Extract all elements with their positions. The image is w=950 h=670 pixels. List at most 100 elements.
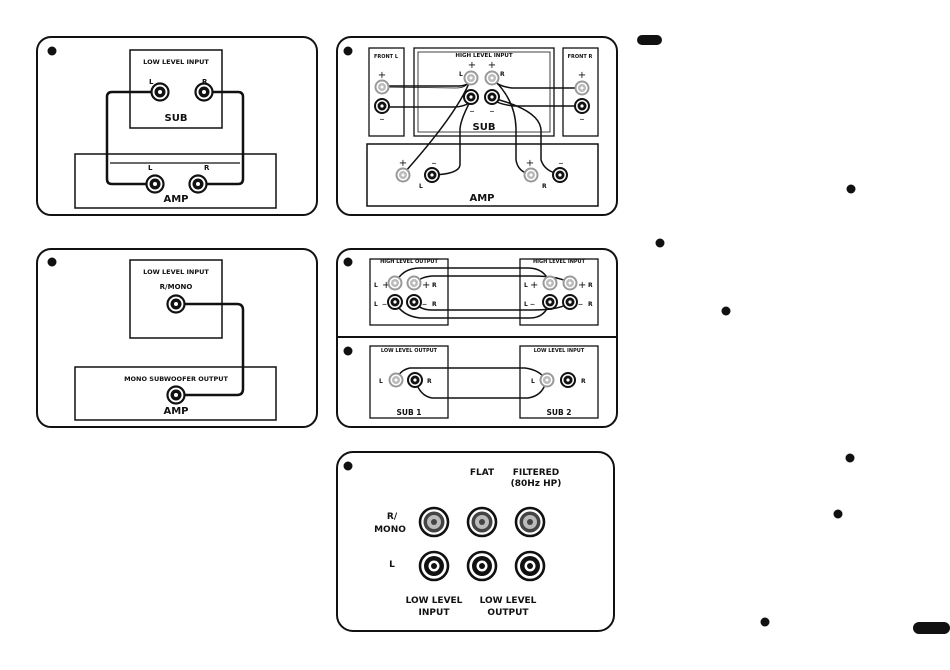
high-level-input-label: HIGH LEVEL INPUT xyxy=(455,53,513,59)
ho-plus-l: + xyxy=(382,280,390,291)
marker-dot-bottom xyxy=(343,346,353,356)
sub2-label: SUB 2 xyxy=(546,408,571,417)
l-label: L xyxy=(389,560,395,570)
marker-dot xyxy=(343,46,353,56)
marker-dot xyxy=(655,238,665,248)
amp-right-label: R xyxy=(204,164,210,172)
filtered-label: FILTERED xyxy=(513,468,560,478)
diagram-dual-sub: HIGH LEVEL OUTPUT HIGH LEVEL INPUT L + +… xyxy=(336,248,618,428)
marker-dot xyxy=(47,46,57,56)
marker-dot xyxy=(343,461,353,471)
low-input-label: LOW LEVEL INPUT xyxy=(534,348,585,354)
sub-r-label: R xyxy=(500,71,505,78)
low-input-label-1: LOW LEVEL xyxy=(406,596,463,606)
cable-left xyxy=(105,90,152,186)
page-tab-bottom xyxy=(913,622,950,634)
hi-l2: L xyxy=(524,301,528,308)
rca-flat-l xyxy=(466,550,498,582)
mono-output-label: MONO SUBWOOFER OUTPUT xyxy=(124,375,228,383)
diagram-input-output-panel: FLAT FILTERED (80Hz HP) R/ MONO L LOW LE… xyxy=(336,451,615,632)
sub1-label: SUB 1 xyxy=(396,408,421,417)
ho-r1: R xyxy=(432,282,437,289)
marker-dot xyxy=(846,184,856,194)
amp-left-plus: + xyxy=(399,158,407,169)
hi-r1: R xyxy=(588,282,593,289)
sub-right-minus: – xyxy=(490,106,495,117)
front-right-minus: – xyxy=(580,114,585,125)
amp-left-label: L xyxy=(148,164,153,172)
sub-right-plus: + xyxy=(488,60,496,71)
sub-left-plus: + xyxy=(468,60,476,71)
lo-l: L xyxy=(379,378,383,385)
sub-label: SUB xyxy=(165,113,188,124)
amp-right-minus: – xyxy=(559,158,564,169)
r-mono-label-1: R/ xyxy=(387,512,398,522)
sub-rca-mono xyxy=(166,294,186,314)
rca-flat-r-mono xyxy=(466,506,498,538)
front-right-plus: + xyxy=(578,70,586,81)
diagram-low-level-input: LOW LEVEL INPUT L R SUB L R AMP xyxy=(36,36,318,216)
right-label: R xyxy=(202,78,208,86)
ho-minus-l: – xyxy=(382,299,387,310)
sub-rca-right xyxy=(194,82,214,102)
rca-filtered-r-mono xyxy=(514,506,546,538)
page-tab-top xyxy=(637,35,662,45)
low-level-input-label: LOW LEVEL INPUT xyxy=(143,58,209,66)
sub-l-label: L xyxy=(459,71,463,78)
ho-plus-r: + xyxy=(422,280,430,291)
amp-rca-right xyxy=(188,174,208,194)
amp-right-plus: + xyxy=(526,158,534,169)
lo-r: R xyxy=(427,378,432,385)
hi-minus-l: – xyxy=(530,299,535,310)
marker-dot-top xyxy=(343,257,353,267)
ho-minus-r: – xyxy=(422,299,427,310)
sub-box xyxy=(413,47,555,137)
margin-markers xyxy=(637,35,950,634)
li-l: L xyxy=(531,378,535,385)
amp-label: AMP xyxy=(469,193,494,204)
rca-input-l xyxy=(418,550,450,582)
panel-frame xyxy=(336,451,615,632)
hi-r2: R xyxy=(588,301,593,308)
low-output-label-1: LOW LEVEL xyxy=(480,596,537,606)
li-r: R xyxy=(581,378,586,385)
low-input-box xyxy=(519,345,599,419)
hi-l1: L xyxy=(524,282,528,289)
low-output-label: LOW LEVEL OUTPUT xyxy=(381,348,438,354)
flat-label: FLAT xyxy=(470,468,495,478)
marker-dot xyxy=(47,257,57,267)
sub-left-minus: – xyxy=(470,106,475,117)
hi-minus-r: – xyxy=(578,299,583,310)
ho-r2: R xyxy=(432,301,437,308)
front-left-minus: – xyxy=(380,114,385,125)
rca-filtered-l xyxy=(514,550,546,582)
hi-plus-l: + xyxy=(530,280,538,291)
diagram-high-level-input: FRONT L FRONT R HIGH LEVEL INPUT SUB AMP… xyxy=(336,36,618,216)
hi-plus-r: + xyxy=(578,280,586,291)
low-input-label-2: INPUT xyxy=(419,608,451,618)
marker-dot xyxy=(721,306,731,316)
front-left-label: FRONT L xyxy=(374,54,399,60)
ho-l1: L xyxy=(374,282,378,289)
cable-right xyxy=(207,90,245,186)
sub-label: SUB xyxy=(473,122,496,133)
marker-dot xyxy=(845,453,855,463)
amp-label: AMP xyxy=(163,406,188,417)
r-mono-label-2: MONO xyxy=(374,525,406,535)
high-output-label: HIGH LEVEL OUTPUT xyxy=(380,259,438,265)
front-right-label: FRONT R xyxy=(568,54,593,60)
rca-input-r-mono xyxy=(418,506,450,538)
low-level-input-label: LOW LEVEL INPUT xyxy=(143,268,209,276)
amp-l-label: L xyxy=(419,183,423,190)
amp-left-minus: – xyxy=(432,158,437,169)
amp-rca-mono xyxy=(166,385,186,405)
ho-l2: L xyxy=(374,301,378,308)
left-label: L xyxy=(149,78,154,86)
amp-r-label: R xyxy=(542,183,547,190)
r-mono-label: R/MONO xyxy=(160,283,193,291)
low-output-label-2: OUTPUT xyxy=(487,608,529,618)
marker-dot xyxy=(833,509,843,519)
front-left-plus: + xyxy=(378,70,386,81)
mono-cable xyxy=(185,302,245,397)
